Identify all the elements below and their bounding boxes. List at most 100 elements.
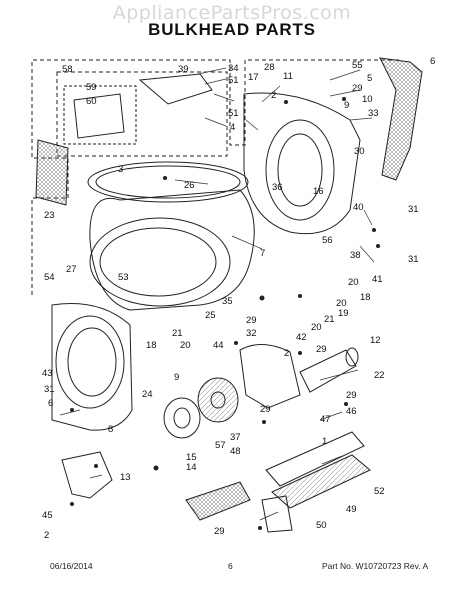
callout-46: 46 <box>346 406 357 417</box>
callout-49: 49 <box>346 504 357 515</box>
callout-11: 11 <box>283 71 293 82</box>
drum-front-ring <box>87 161 249 203</box>
callout-21b: 21 <box>172 328 183 339</box>
drum-opening-inner <box>99 227 217 297</box>
callout-20d: 20 <box>180 340 191 351</box>
callout-23: 23 <box>44 210 55 221</box>
callout-41: 41 <box>372 274 383 285</box>
blower-housing <box>239 344 301 409</box>
callout-31a: 31 <box>408 204 419 215</box>
callout-7: 7 <box>260 248 265 259</box>
callout-9b: 9 <box>174 372 179 383</box>
callout-18a: 18 <box>360 292 371 303</box>
footer-date: 06/16/2014 <box>50 561 93 571</box>
callout-55: 55 <box>352 60 363 71</box>
callout-51b: 51 <box>228 108 239 119</box>
callout-47: 47 <box>320 414 331 425</box>
exhaust-duct-end <box>345 347 359 367</box>
callout-24: 24 <box>142 389 153 400</box>
callout-3: 3 <box>118 164 123 175</box>
callout-29e: 29 <box>346 390 357 401</box>
footer-page-number: 6 <box>228 561 233 571</box>
callout-57: 57 <box>215 440 226 451</box>
page-title: BULKHEAD PARTS <box>148 20 316 39</box>
footer-part-number: Part No. W10720723 Rev. A <box>322 561 429 571</box>
callout-34: 34 <box>228 63 239 74</box>
callout-52: 52 <box>374 486 385 497</box>
drum-light-bracket <box>138 73 213 105</box>
callout-22: 22 <box>374 370 385 381</box>
rear-bulkhead <box>243 92 361 235</box>
callout-48: 48 <box>230 446 241 457</box>
callout-39: 39 <box>178 64 189 75</box>
callout-15: 15 <box>186 452 197 463</box>
callout-54: 54 <box>44 272 55 283</box>
callout-6: 6 <box>430 56 435 67</box>
callout-45: 45 <box>42 510 53 521</box>
callout-60: 60 <box>86 96 97 107</box>
callout-20b: 20 <box>336 298 347 309</box>
callout-29f: 29 <box>214 526 225 537</box>
front-bulkhead-inner <box>67 327 117 397</box>
callout-56: 56 <box>322 235 333 246</box>
motor-pulley <box>163 397 201 439</box>
exhaust-duct <box>299 349 357 393</box>
callout-16: 16 <box>313 186 324 197</box>
callout-35: 35 <box>222 296 233 307</box>
callout-26: 26 <box>184 180 195 191</box>
callout-43: 43 <box>42 368 53 379</box>
callout-40: 40 <box>353 202 364 213</box>
callout-32: 32 <box>246 328 257 339</box>
callout-2c: 2 <box>44 530 49 541</box>
inner-subassembly-box <box>63 85 137 145</box>
callout-59: 59 <box>86 82 97 93</box>
front-duct-panel <box>379 57 423 181</box>
callout-5: 5 <box>367 73 372 84</box>
callout-8: 8 <box>108 424 113 435</box>
drum-opening <box>89 217 231 307</box>
heater-base <box>271 454 371 509</box>
callout-50: 50 <box>316 520 327 531</box>
callout-37: 37 <box>230 432 241 443</box>
callout-19: 19 <box>338 308 349 319</box>
door-switch-assembly <box>73 93 125 139</box>
watermark: AppliancePartsPros.com <box>112 2 352 24</box>
callout-25: 25 <box>205 310 216 321</box>
callout-42: 42 <box>296 332 307 343</box>
subassembly-box <box>56 71 228 157</box>
callout-29d: 29 <box>260 404 271 415</box>
drum-front-ring-inner <box>95 165 241 199</box>
callout-31b: 31 <box>408 254 419 265</box>
callout-51a: 51 <box>228 75 239 86</box>
callout-20c: 20 <box>311 322 322 333</box>
rear-bulkhead-hub <box>265 119 335 221</box>
callout-29b: 29 <box>246 315 257 326</box>
blower-wheel <box>197 377 239 423</box>
callout-13: 13 <box>120 472 131 483</box>
callout-29a: 29 <box>352 83 363 94</box>
support-bracket <box>261 495 293 533</box>
callout-2b: 2 <box>284 348 289 359</box>
heater-box <box>265 431 365 487</box>
front-bulkhead <box>51 303 133 431</box>
callout-28: 28 <box>264 62 275 73</box>
front-duct <box>185 481 251 521</box>
callout-17: 17 <box>248 72 259 83</box>
callout-38: 38 <box>350 250 361 261</box>
callout-14: 14 <box>186 462 197 473</box>
callout-36: 36 <box>272 182 283 193</box>
callout-2a: 2 <box>271 90 276 101</box>
callout-10: 10 <box>362 94 373 105</box>
drum-body <box>89 189 255 311</box>
callout-12: 12 <box>370 335 381 346</box>
callout-58: 58 <box>62 64 73 75</box>
callout-6b: 6 <box>48 398 53 409</box>
callout-27: 27 <box>66 264 77 275</box>
rear-bulkhead-ring <box>277 133 323 207</box>
leader-lines <box>59 67 375 521</box>
callout-53: 53 <box>118 272 129 283</box>
callout-21a: 21 <box>324 314 335 325</box>
front-bulkhead-opening <box>55 315 125 409</box>
fasteners <box>70 97 380 530</box>
